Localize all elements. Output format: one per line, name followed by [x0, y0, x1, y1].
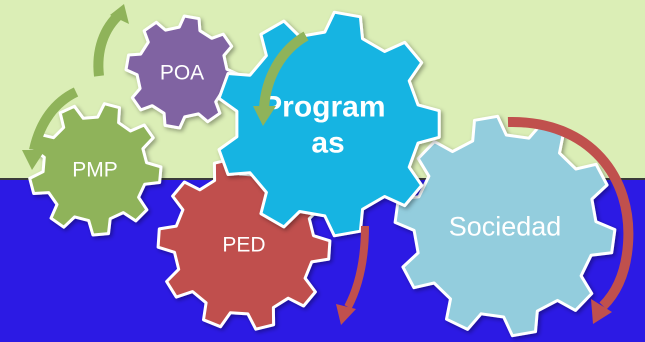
- arrow-pmp-to-poa: [93, 4, 129, 77]
- gear-sociedad-label: Sociedad: [449, 211, 562, 241]
- gear-ped-label: PED: [222, 233, 265, 256]
- arrow-sociedad: [507, 116, 634, 324]
- gear-programas-label: Program as: [262, 91, 394, 160]
- arrows: [22, 4, 634, 325]
- gear-poa: POA: [124, 14, 240, 130]
- arrow-poa-to-pmp: [22, 87, 79, 170]
- gear-poa-label: POA: [160, 61, 204, 84]
- gear-poa-body: [124, 14, 240, 130]
- gear-sociedad: Sociedad: [393, 114, 617, 338]
- gear-sociedad-label-line: Sociedad: [449, 211, 562, 241]
- gear-pmp: PMP: [28, 102, 163, 237]
- gear-pmp-label: PMP: [72, 158, 118, 181]
- gear-programas-label-line-2: as: [311, 127, 344, 160]
- gear-pmp-label-line: PMP: [72, 158, 118, 181]
- gear-ped-label-line: PED: [222, 233, 265, 256]
- gear-pmp-body: [28, 102, 163, 237]
- arrow-programas-down: [336, 225, 369, 325]
- arrow-programas-left: [253, 31, 309, 126]
- gear-poa-label-line: POA: [160, 61, 204, 84]
- gear-programas-label-line-1: Program: [262, 91, 385, 124]
